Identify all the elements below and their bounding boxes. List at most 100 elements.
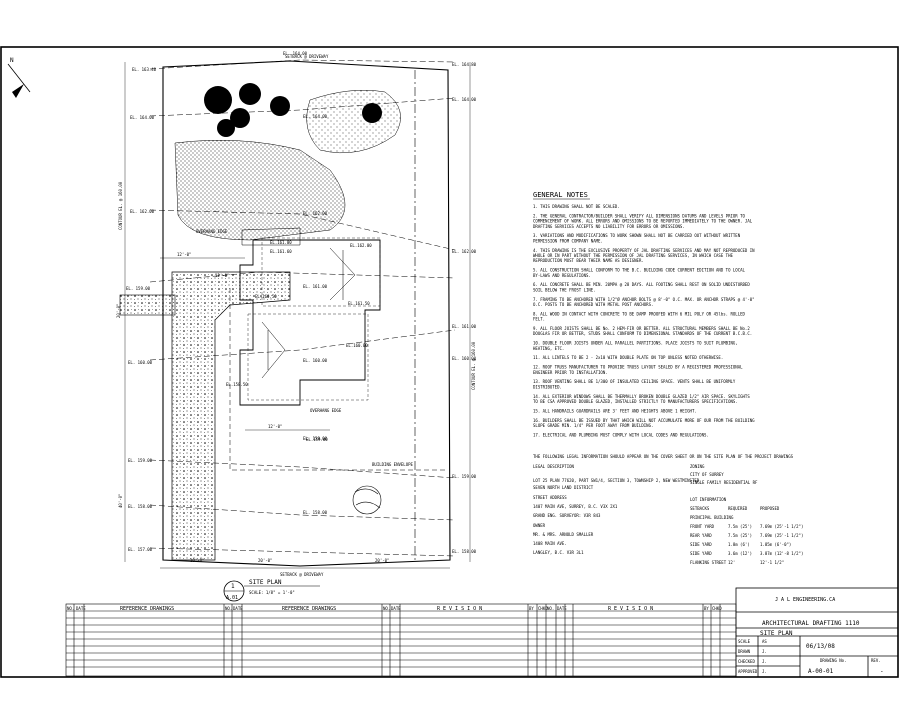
svg-text:EL. 159.00: EL. 159.00 xyxy=(452,474,477,479)
lot-table-cell: 3.87m (12'-8 1/2") xyxy=(760,551,803,556)
svg-text:20'-0": 20'-0" xyxy=(258,558,272,563)
svg-text:CHKD: CHKD xyxy=(538,606,548,611)
svg-text:EL. 158.00: EL. 158.00 xyxy=(303,510,328,515)
note-item: 6. ALL CONCRETE SHALL BE MIN. 20MPA @ 28… xyxy=(533,282,750,292)
svg-text:EL.161.60: EL.161.60 xyxy=(270,249,292,254)
lot-table-cell: 1.85m (6'-0") xyxy=(760,542,791,547)
svg-text:EL. 164.00: EL. 164.00 xyxy=(130,115,155,120)
svg-text:J.: J. xyxy=(762,669,767,674)
svg-text:R E V I S I O N: R E V I S I O N xyxy=(608,606,653,612)
svg-text:NO.: NO. xyxy=(383,606,390,611)
svg-text:EL. 160.00: EL. 160.00 xyxy=(303,358,328,363)
legal-right-line: SINGLE FAMILY RESIDENTIAL RF xyxy=(690,480,758,485)
svg-text:J.: J. xyxy=(762,659,767,664)
reference-revision-table xyxy=(65,603,737,677)
lot-table-cell: 7.69m (25'-1 1/2") xyxy=(760,524,803,529)
svg-text:EL.161.00: EL.161.00 xyxy=(270,240,292,245)
svg-text:EL. 159.00: EL. 159.00 xyxy=(303,436,328,441)
svg-text:BY: BY xyxy=(704,606,709,611)
lot-table-cell: FRONT YARD xyxy=(690,524,715,529)
note-item: 17. ELECTRICAL AND PLUMBING MUST COMPLY … xyxy=(533,432,709,437)
lot-table-cell: REAR YARD xyxy=(690,533,712,538)
svg-text:DATE: DATE xyxy=(76,606,86,611)
svg-text:OVERHANG EDGE: OVERHANG EDGE xyxy=(196,229,228,234)
legal-left-line: 1407 MAIN AVE, SURREY, B.C. V3X 2X1 xyxy=(533,504,618,509)
svg-text:REFERENCE DRAWINGS: REFERENCE DRAWINGS xyxy=(282,606,336,612)
svg-text:CHECKED: CHECKED xyxy=(738,659,755,664)
legal-left-line: GRAND ENG. SURVEYOR: V3R 843 xyxy=(533,513,601,518)
svg-text:EL. 160.00: EL. 160.00 xyxy=(452,356,477,361)
svg-text:EL. 159.00: EL. 159.00 xyxy=(126,286,151,291)
north-arrow: N xyxy=(7,57,31,98)
course-title: ARCHITECTURAL DRAFTING 1110 xyxy=(762,620,860,627)
svg-text:BUILDING ENVELOPE: BUILDING ENVELOPE xyxy=(372,462,414,467)
legal-left-line: LEGAL DESCRIPTION xyxy=(533,464,575,469)
svg-text:20'-0": 20'-0" xyxy=(375,558,389,563)
svg-text:APPROVED: APPROVED xyxy=(738,669,758,674)
lot-table-cell: 7.69m (25'-1 1/2") xyxy=(760,533,803,538)
svg-text:DATE: DATE xyxy=(233,606,243,611)
svg-text:EL.158.50: EL.158.50 xyxy=(226,382,248,387)
svg-text:SCALE: SCALE xyxy=(738,639,751,644)
svg-text:EL. 158.00: EL. 158.00 xyxy=(128,504,153,509)
svg-text:EL. 161.00: EL. 161.00 xyxy=(303,284,328,289)
note-item: 16. BUILDERS SHALL BE ISSUED BY THAT WHI… xyxy=(533,418,755,428)
svg-text:20'-0": 20'-0" xyxy=(116,304,121,318)
svg-text:EL. 159.00: EL. 159.00 xyxy=(128,458,153,463)
site-plan-title: 1 A.01 SITE PLAN SCALE: 1/8" = 1'-0" xyxy=(223,579,320,602)
site-plan-scale-text: SCALE: 1/8" = 1'-0" xyxy=(249,590,295,595)
svg-text:DATE: DATE xyxy=(557,606,567,611)
note-item: 2. THE GENERAL CONTRACTOR/BUILDER SHALL … xyxy=(533,213,753,228)
svg-text:EL. 164.80: EL. 164.80 xyxy=(452,62,477,67)
lot-table-subheader: PRINCIPAL BUILDING xyxy=(690,515,734,520)
sheet-border xyxy=(0,46,899,678)
notes-heading: GENERAL NOTES xyxy=(533,191,588,199)
building-envelope-line xyxy=(229,288,448,471)
svg-text:EL. 164.00: EL. 164.00 xyxy=(283,51,308,56)
note-item: 9. ALL FLOOR JOISTS SHALL BE No. 2 HEM-F… xyxy=(533,326,752,336)
trees xyxy=(204,83,382,137)
svg-text:CONTOUR EL. @ 160.00: CONTOUR EL. @ 160.00 xyxy=(118,181,123,230)
drawing-date: 06/13/08 xyxy=(806,643,835,650)
lot-table-cell: 3.6m (12') xyxy=(728,551,752,556)
dimension-lines xyxy=(124,62,471,569)
svg-text:EL. 164.00: EL. 164.00 xyxy=(452,97,477,102)
legal-left-line: LOT 25 PLAN 77620, PART SW1/4, SECTION 3… xyxy=(533,478,700,483)
tree-outline xyxy=(352,485,382,515)
company-name: J A L ENGINEERING.CA xyxy=(775,597,835,603)
lot-table-cell: 1.8m (6') xyxy=(728,542,750,547)
legal-left-column: LEGAL DESCRIPTION LOT 25 PLAN 77620, PART… xyxy=(533,464,700,555)
drawing-number: A-00-01 xyxy=(808,668,834,675)
note-item: 14. ALL EXTERIOR WINDOWS SHALL BE THERMA… xyxy=(533,394,750,404)
svg-text:R E V I S I O N: R E V I S I O N xyxy=(437,606,482,612)
lot-table-header: REQUIRED xyxy=(728,506,748,511)
north-arrow-label: N xyxy=(10,57,14,64)
detail-number: 1 xyxy=(231,583,235,590)
note-item: 10. DOUBLE FLOOR JOISTS UNDER ALL PARALL… xyxy=(533,341,738,351)
note-item: 3. VARIATIONS AND MODIFICATIONS TO WORK … xyxy=(533,233,741,243)
vegetation-area xyxy=(174,139,346,241)
note-item: 5. ALL CONSTRUCTION SHALL CONFORM TO THE… xyxy=(533,268,746,278)
svg-text:REFERENCE DRAWINGS: REFERENCE DRAWINGS xyxy=(120,606,174,612)
vegetation-area-2 xyxy=(306,89,401,154)
legal-right-line: ZONING xyxy=(690,464,705,469)
svg-text:10'-0": 10'-0" xyxy=(190,558,204,563)
legal-left-line: 1408 MAIN AVE. xyxy=(533,541,567,546)
legal-info-intro: THE FOLLOWING LEGAL INFORMATION SHOULD A… xyxy=(533,454,794,459)
svg-text:CHKD: CHKD xyxy=(712,606,722,611)
svg-text:DATE: DATE xyxy=(391,606,401,611)
svg-text:EL. 161.00: EL. 161.00 xyxy=(452,324,477,329)
note-item: 4. THIS DRAWING IS THE EXCLUSIVE PROPERT… xyxy=(533,248,755,263)
legal-left-line: LANGLEY, B.C. V3R 3L1 xyxy=(533,550,584,555)
svg-text:SETBACK @ DRIVEWAY: SETBACK @ DRIVEWAY xyxy=(285,54,329,59)
svg-text:DRAWING No.: DRAWING No. xyxy=(820,658,847,663)
legal-left-line: SEVEN NORTH LAND DISTRICT xyxy=(533,485,594,490)
lot-table-header: SETBACKS xyxy=(690,506,710,511)
lot-table-cell: SIDE YARD xyxy=(690,542,712,547)
svg-text:EL.160.00: EL.160.00 xyxy=(346,343,368,348)
legal-left-line: MR. & MRS. ARNOLD SMALLER xyxy=(533,532,594,537)
svg-text:OVERHANG EDGE: OVERHANG EDGE xyxy=(310,408,342,413)
